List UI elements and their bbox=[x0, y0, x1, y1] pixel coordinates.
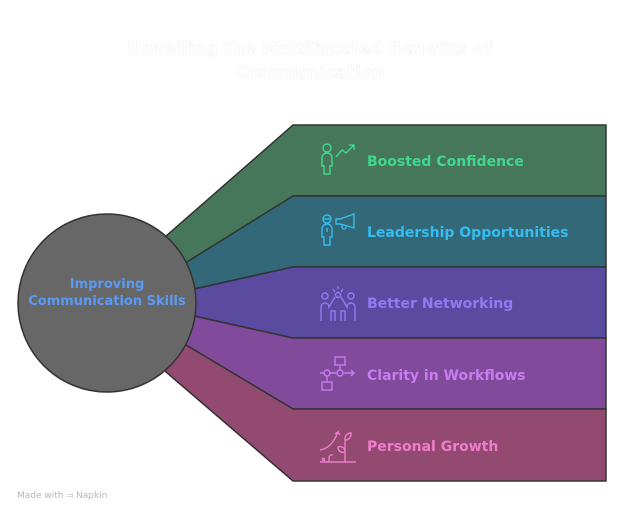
center-label: Improving Communication Skills bbox=[28, 277, 186, 309]
workflow-diagram-icon bbox=[320, 356, 356, 391]
plant-growth-icon bbox=[319, 430, 356, 463]
footer-attribution: Made with ⫤ Napkin bbox=[17, 491, 107, 501]
branch-label-leadership-opportunities: Leadership Opportunities bbox=[367, 225, 569, 241]
napkin-brand: Napkin bbox=[76, 491, 108, 501]
center-circle bbox=[17, 213, 197, 393]
napkin-logo-icon: ⫤ bbox=[66, 491, 74, 501]
branch-label-personal-growth: Personal Growth bbox=[367, 439, 499, 455]
diagram-title: Unveiling the Multifaceted Benefits of C… bbox=[127, 39, 493, 84]
branch-label-clarity-in-workflows: Clarity in Workflows bbox=[367, 368, 526, 384]
made-with-text: Made with bbox=[17, 491, 64, 501]
branch-label-boosted-confidence: Boosted Confidence bbox=[367, 154, 524, 170]
branch-label-better-networking: Better Networking bbox=[367, 296, 514, 312]
person-growth-arrow-icon bbox=[321, 143, 355, 175]
high-five-icon bbox=[320, 286, 356, 321]
person-megaphone-icon bbox=[321, 213, 355, 246]
